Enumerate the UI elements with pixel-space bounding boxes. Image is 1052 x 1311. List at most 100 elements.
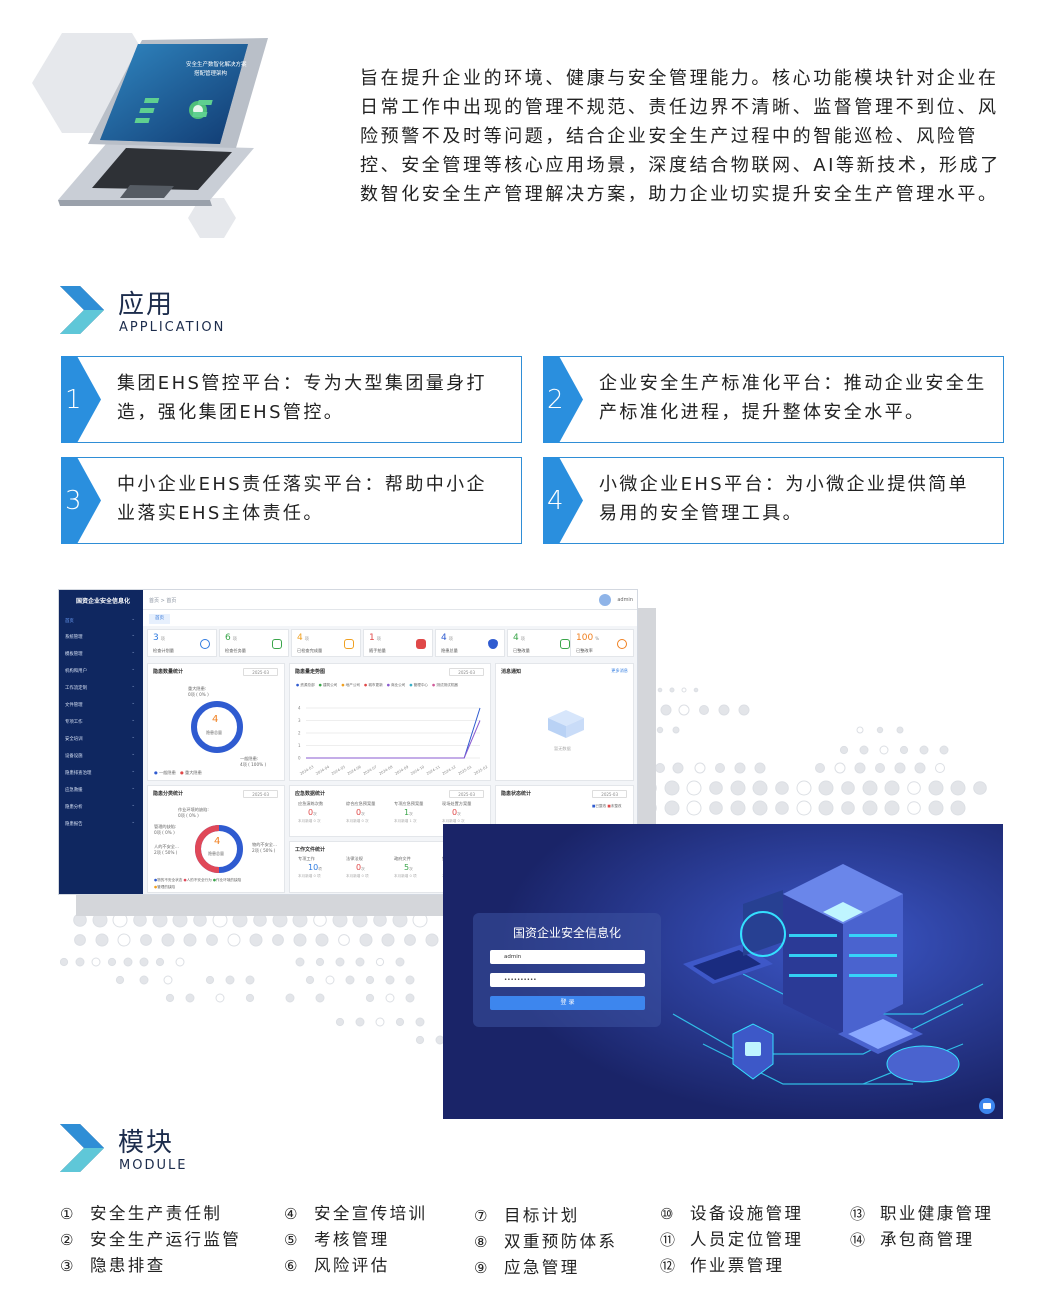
application-card-text: 集团EHS管控平台：专为大型集团量身打造，强化集团EHS管控。 xyxy=(117,373,487,423)
decorative-dot xyxy=(672,762,684,774)
y-tick-label: 2 xyxy=(298,731,301,736)
stat-label: 已整改率 xyxy=(576,648,593,653)
decorative-dot xyxy=(225,975,235,985)
decorative-dot xyxy=(657,687,663,693)
decorative-dot xyxy=(245,975,255,985)
date-picker[interactable]: 2025-03 xyxy=(449,790,484,798)
x-tick-label: 2024-07 xyxy=(363,765,378,776)
date-picker[interactable]: 2025-03 xyxy=(243,668,278,676)
module-title: 模块 xyxy=(118,1128,175,1158)
module-number: ⑫ xyxy=(660,1257,676,1275)
decorative-dot xyxy=(686,800,702,816)
sidebar-item[interactable]: 应急救援 xyxy=(65,786,137,793)
stat-card[interactable]: 100%已整改率 xyxy=(570,629,634,657)
panel-title: 工作文件统计 xyxy=(295,847,326,853)
metric-label: 综合应急预案量 xyxy=(346,801,376,806)
username-input[interactable]: admin xyxy=(490,950,645,964)
avatar[interactable] xyxy=(599,594,611,606)
callout-label: 物的不安全... xyxy=(252,842,277,847)
metric-value: 5次 xyxy=(404,863,413,872)
decorative-dot xyxy=(375,957,385,967)
decorative-dot xyxy=(876,726,884,734)
decorative-dot xyxy=(854,762,866,774)
password-input[interactable]: •••••••••• xyxy=(490,973,645,987)
user-name[interactable]: admin xyxy=(617,597,633,603)
login-button[interactable]: 登 录 xyxy=(490,996,645,1010)
decorative-dot xyxy=(856,726,864,734)
sidebar-item[interactable]: 安全培训 xyxy=(65,735,137,742)
date-picker[interactable]: 2025-03 xyxy=(592,790,627,798)
sidebar-item[interactable]: 机构和用户 xyxy=(65,667,137,674)
decorative-dot xyxy=(115,975,125,985)
hero-illustration: 安全生产数智化解决方案 搭配管理架构 xyxy=(28,28,268,256)
legend-item: ● 一般隐患 xyxy=(154,770,176,775)
metric-sub: 本月新增 1 次 xyxy=(394,819,417,823)
decorative-dot xyxy=(404,934,416,946)
hazard-class-donut-chart xyxy=(195,825,243,873)
more-link[interactable]: 更多消息 xyxy=(611,668,628,673)
decorative-dot xyxy=(185,993,195,1003)
decorative-dot xyxy=(385,975,395,985)
decorative-dot xyxy=(305,975,315,985)
sidebar-item[interactable]: 模板管理 xyxy=(65,650,137,657)
application-card-text: 企业安全生产标准化平台：推动企业安全生产标准化进程，提升整体安全水平。 xyxy=(599,373,987,423)
sidebar-item[interactable]: 设备设施 xyxy=(65,752,137,759)
decorative-dot xyxy=(163,975,173,985)
panel-title: 消息通知 xyxy=(501,669,522,675)
module-label: 隐患排查 xyxy=(90,1256,166,1275)
sidebar-item[interactable]: 专项工作 xyxy=(65,718,137,725)
application-card-4: 4 小微企业EHS平台：为小微企业提供简单易用的安全管理工具。 xyxy=(543,457,1004,544)
sidebar-item[interactable]: 隐患分析 xyxy=(65,803,137,810)
x-tick-label: 2025-01 xyxy=(457,765,472,776)
decorative-dot xyxy=(249,933,263,947)
application-card-number: 3 xyxy=(61,457,101,544)
application-card-3: 3 中小企业EHS责任落实平台：帮助中小企业落实EHS主体责任。 xyxy=(61,457,522,544)
decorative-dot xyxy=(884,780,900,796)
panel-title: 隐患分类统计 xyxy=(153,791,184,797)
sidebar-item-home[interactable]: 首页 xyxy=(65,617,137,624)
decorative-dot xyxy=(715,763,725,773)
login-card: 国资企业安全信息化 admin •••••••••• 登 录 xyxy=(473,913,661,1027)
module-label: 职业健康管理 xyxy=(880,1204,994,1223)
sidebar-item[interactable]: 隐患排查治理 xyxy=(65,769,137,776)
sidebar-item[interactable]: 系统管理 xyxy=(65,633,137,640)
decorative-dot xyxy=(655,763,665,773)
sidebar-item[interactable]: 工作流定制 xyxy=(65,684,137,691)
decorative-dot xyxy=(315,993,325,1003)
decorative-dot xyxy=(896,726,904,734)
module-label: 人员定位管理 xyxy=(690,1230,804,1249)
callout-value: 2项 ( 50% ) xyxy=(154,850,178,855)
decorative-dot xyxy=(215,993,225,1003)
sidebar-item[interactable]: 隐患报告 xyxy=(65,820,137,827)
module-label: 安全生产运行监管 xyxy=(90,1230,242,1249)
decorative-dot xyxy=(415,1035,425,1045)
tab-home[interactable]: 首页 xyxy=(149,614,170,624)
decorative-dot xyxy=(678,704,690,716)
decorative-dot xyxy=(205,975,215,985)
decorative-dot xyxy=(315,957,325,967)
stat-value: 4 xyxy=(441,633,447,643)
sidebar-item[interactable]: 文件管理 xyxy=(65,701,137,708)
metric-value: 0次 xyxy=(356,808,365,817)
date-picker[interactable]: 2025-03 xyxy=(243,790,278,798)
decorative-dot xyxy=(730,780,746,796)
callout-label: 一般隐患: xyxy=(240,756,259,761)
decorative-dot xyxy=(405,993,415,1003)
module-number: ⑤ xyxy=(284,1231,298,1249)
decorative-dot xyxy=(325,975,335,985)
decorative-dot xyxy=(907,801,921,815)
date-picker[interactable]: 2025-03 xyxy=(449,668,484,676)
module-number: ④ xyxy=(284,1205,298,1223)
y-tick-label: 4 xyxy=(298,706,301,711)
